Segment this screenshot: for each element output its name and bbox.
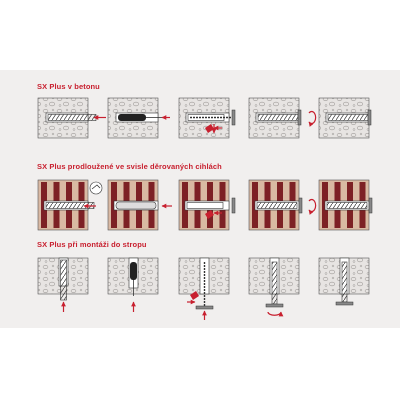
- concrete-step-clean: [107, 97, 170, 139]
- brick-block: [37, 179, 95, 231]
- brick-block: [318, 179, 373, 231]
- section-title-concrete: SX Plus v betonu: [37, 82, 100, 91]
- brick-block: [178, 179, 236, 231]
- hammer-icon: [205, 124, 214, 133]
- concrete-step-final: [318, 97, 372, 139]
- ceiling-step-clean: [107, 257, 159, 312]
- section-title-perforated-brick: SX Plus prodloužené ve svisle děrovaných…: [37, 162, 222, 171]
- row-ceiling: [37, 257, 370, 320]
- drill-icon: [89, 181, 103, 195]
- brick-block: [248, 179, 303, 231]
- hammer-icon: [205, 210, 214, 219]
- row-perforated-brick: [37, 179, 373, 231]
- concrete-step-hammer: [178, 97, 236, 139]
- section-title-ceiling: SX Plus při montáži do stropu: [37, 240, 147, 249]
- brick-block: [107, 179, 159, 231]
- concrete-step-screw: [248, 97, 317, 139]
- concrete-step-drill: [37, 97, 106, 139]
- rotation-icon: [308, 198, 317, 215]
- ceiling-step-screw: [248, 257, 300, 317]
- ceiling-step-hammer: [178, 257, 230, 320]
- screw-icon: [257, 114, 299, 121]
- ceiling-step-drill: [37, 257, 89, 312]
- rotation-icon: [308, 110, 317, 127]
- ceiling-step-final: [318, 257, 370, 306]
- dowel-icon: [118, 114, 146, 121]
- row-concrete: [37, 97, 372, 139]
- drill-icon: [47, 114, 97, 121]
